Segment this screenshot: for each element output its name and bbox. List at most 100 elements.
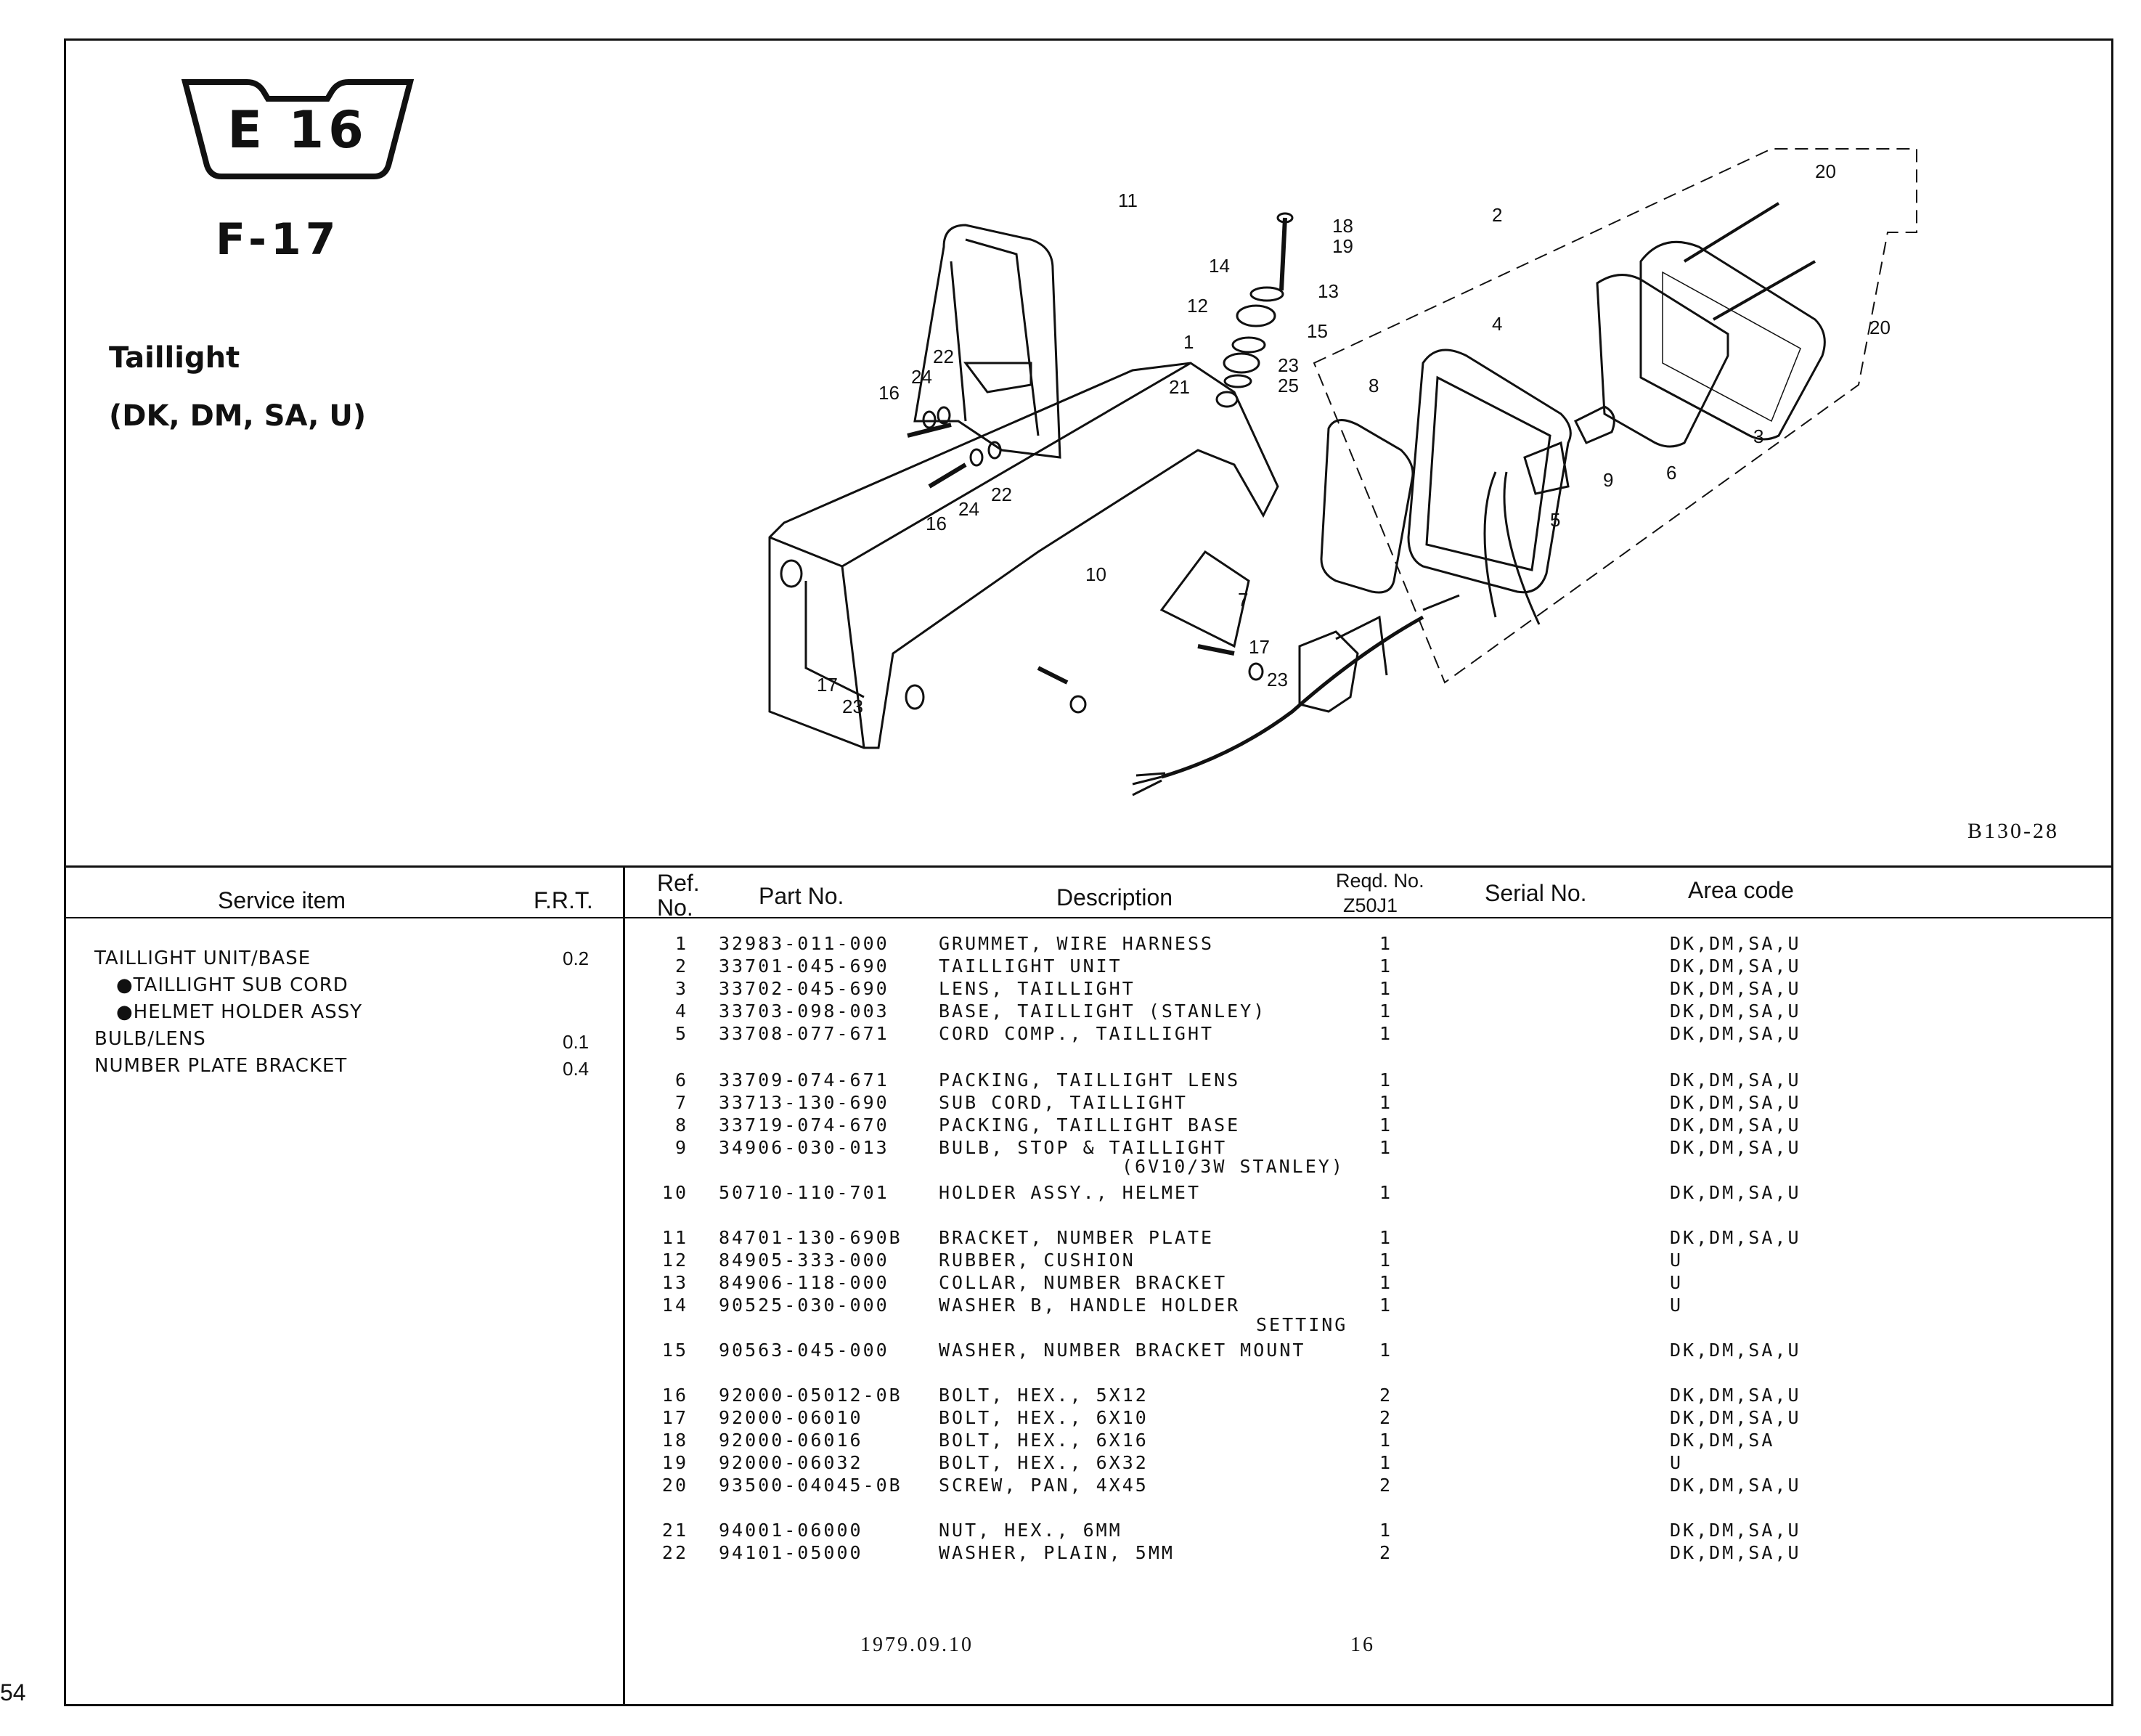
bracket-tab (1159, 550, 1250, 648)
part-no-cell: 90563-045-000 (719, 1340, 889, 1361)
section-subtitle: (DK, DM, SA, U) (109, 399, 367, 433)
ref-cell: 4 (674, 1001, 688, 1022)
ref-cell: 5 (674, 1023, 688, 1044)
ref-cell: 12 (661, 1250, 688, 1271)
description-cell: LENS, TAILLIGHT (939, 978, 1135, 999)
frt-value: 0.4 (563, 1058, 590, 1080)
area-code-cell: DK,DM,SA,U (1670, 1340, 1801, 1361)
description-cell: BOLT, HEX., 6X32 (939, 1452, 1149, 1473)
ref-header-2: No. (657, 895, 693, 921)
frt-value: 0.1 (563, 1031, 590, 1053)
area-code-cell: U (1670, 1272, 1684, 1293)
callout: 11 (1118, 190, 1138, 211)
description-cell: WASHER, PLAIN, 5MM (939, 1542, 1175, 1563)
callout: 19 (1332, 235, 1353, 257)
part-no-cell: 33701-045-690 (719, 955, 889, 977)
area-code-cell: DK,DM,SA,U (1670, 1023, 1801, 1044)
part-no-header: Part No. (759, 883, 844, 909)
callout: 23 (1278, 354, 1299, 376)
ref-cell: 21 (661, 1520, 688, 1541)
area-code-cell: U (1670, 1452, 1684, 1473)
service-item: NUMBER PLATE BRACKET (94, 1055, 348, 1077)
description-continuation: (6V10/3W STANLEY) (1122, 1156, 1345, 1177)
qty-cell: 1 (1379, 1001, 1393, 1022)
callout: 21 (1169, 376, 1190, 398)
qty-cell: 1 (1379, 1137, 1393, 1158)
description-cell: GRUMMET, WIRE HARNESS (939, 933, 1215, 954)
area-code-cell: DK,DM,SA (1670, 1430, 1775, 1451)
ref-header: Ref. (657, 870, 700, 896)
qty-cell: 1 (1379, 1430, 1393, 1451)
part-no-cell: 33709-074-671 (719, 1069, 889, 1091)
ref-cell: 10 (661, 1182, 688, 1203)
callout: 16 (878, 382, 900, 404)
bracket-post (913, 224, 1061, 459)
description-cell: BRACKET, NUMBER PLATE (939, 1227, 1215, 1248)
description-cell: CORD COMP., TAILLIGHT (939, 1023, 1215, 1044)
ref-cell: 1 (674, 933, 688, 954)
callout: 20 (1815, 160, 1836, 182)
reqd-model-header: Z50J1 (1343, 895, 1398, 916)
area-code-cell: DK,DM,SA,U (1670, 1114, 1801, 1136)
part-no-cell: 93500-04045-0B (719, 1475, 902, 1496)
description-cell: RUBBER, CUSHION (939, 1250, 1135, 1271)
ref-cell: 17 (661, 1407, 688, 1428)
part-no-cell: 94001-06000 (719, 1520, 863, 1541)
ref-cell: 7 (674, 1092, 688, 1113)
service-item: ●TAILLIGHT SUB CORD (116, 974, 348, 996)
ref-cell: 2 (674, 955, 688, 977)
callout: 22 (933, 346, 954, 367)
ref-cell: 15 (661, 1340, 688, 1361)
callout: 5 (1550, 509, 1560, 531)
part-no-cell: 34906-030-013 (719, 1137, 889, 1158)
part-no-cell: 33719-074-670 (719, 1114, 889, 1136)
part-no-cell: 90525-030-000 (719, 1295, 889, 1316)
callout: 23 (1267, 669, 1288, 690)
callout: 25 (1278, 375, 1299, 396)
part-no-cell: 50710-110-701 (719, 1182, 889, 1203)
part-no-cell: 33703-098-003 (719, 1001, 889, 1022)
service-item: ●HELMET HOLDER ASSY (116, 1001, 363, 1023)
part-no-cell: 92000-06016 (719, 1430, 863, 1451)
qty-cell: 1 (1379, 978, 1393, 999)
area-code-header: Area code (1688, 877, 1794, 903)
description-cell: PACKING, TAILLIGHT LENS (939, 1069, 1241, 1091)
description-cell: COLLAR, NUMBER BRACKET (939, 1272, 1228, 1293)
callout: 4 (1492, 313, 1502, 335)
page-frame (64, 38, 2113, 1706)
area-code-cell: DK,DM,SA,U (1670, 1227, 1801, 1248)
area-code-cell: DK,DM,SA,U (1670, 1001, 1801, 1022)
ref-cell: 13 (661, 1272, 688, 1293)
part-no-cell: 94101-05000 (719, 1542, 863, 1563)
description-cell: BOLT, HEX., 5X12 (939, 1385, 1149, 1406)
qty-cell: 2 (1379, 1542, 1393, 1563)
bracket-body (768, 362, 1279, 749)
diagram-code: B130-28 (1967, 819, 2059, 843)
ref-cell: 18 (661, 1430, 688, 1451)
area-code-cell: DK,DM,SA,U (1670, 978, 1801, 999)
qty-cell: 1 (1379, 1520, 1393, 1541)
qty-cell: 1 (1379, 1227, 1393, 1248)
callout: 23 (842, 696, 863, 717)
part-no-cell: 33708-077-671 (719, 1023, 889, 1044)
part-no-cell: 84906-118-000 (719, 1272, 889, 1293)
area-code-cell: U (1670, 1295, 1684, 1316)
taillight-base (1407, 349, 1572, 594)
callout: 18 (1332, 215, 1353, 237)
part-no-cell: 33713-130-690 (719, 1092, 889, 1113)
service-item: BULB/LENS (94, 1028, 206, 1050)
table-top-rule (64, 865, 2113, 868)
callout: 1 (1183, 331, 1194, 353)
qty-cell: 2 (1379, 1385, 1393, 1406)
description-cell: SUB CORD, TAILLIGHT (939, 1092, 1188, 1113)
service-item-header: Service item (218, 887, 346, 913)
callout: 6 (1666, 462, 1676, 484)
area-code-cell: DK,DM,SA,U (1670, 955, 1801, 977)
ref-cell: 11 (661, 1227, 688, 1248)
description-cell: SCREW, PAN, 4X45 (939, 1475, 1149, 1496)
callout: 15 (1307, 320, 1328, 342)
qty-cell: 1 (1379, 1069, 1393, 1091)
area-code-cell: DK,DM,SA,U (1670, 1385, 1801, 1406)
callout: 7 (1238, 589, 1248, 611)
qty-cell: 1 (1379, 933, 1393, 954)
